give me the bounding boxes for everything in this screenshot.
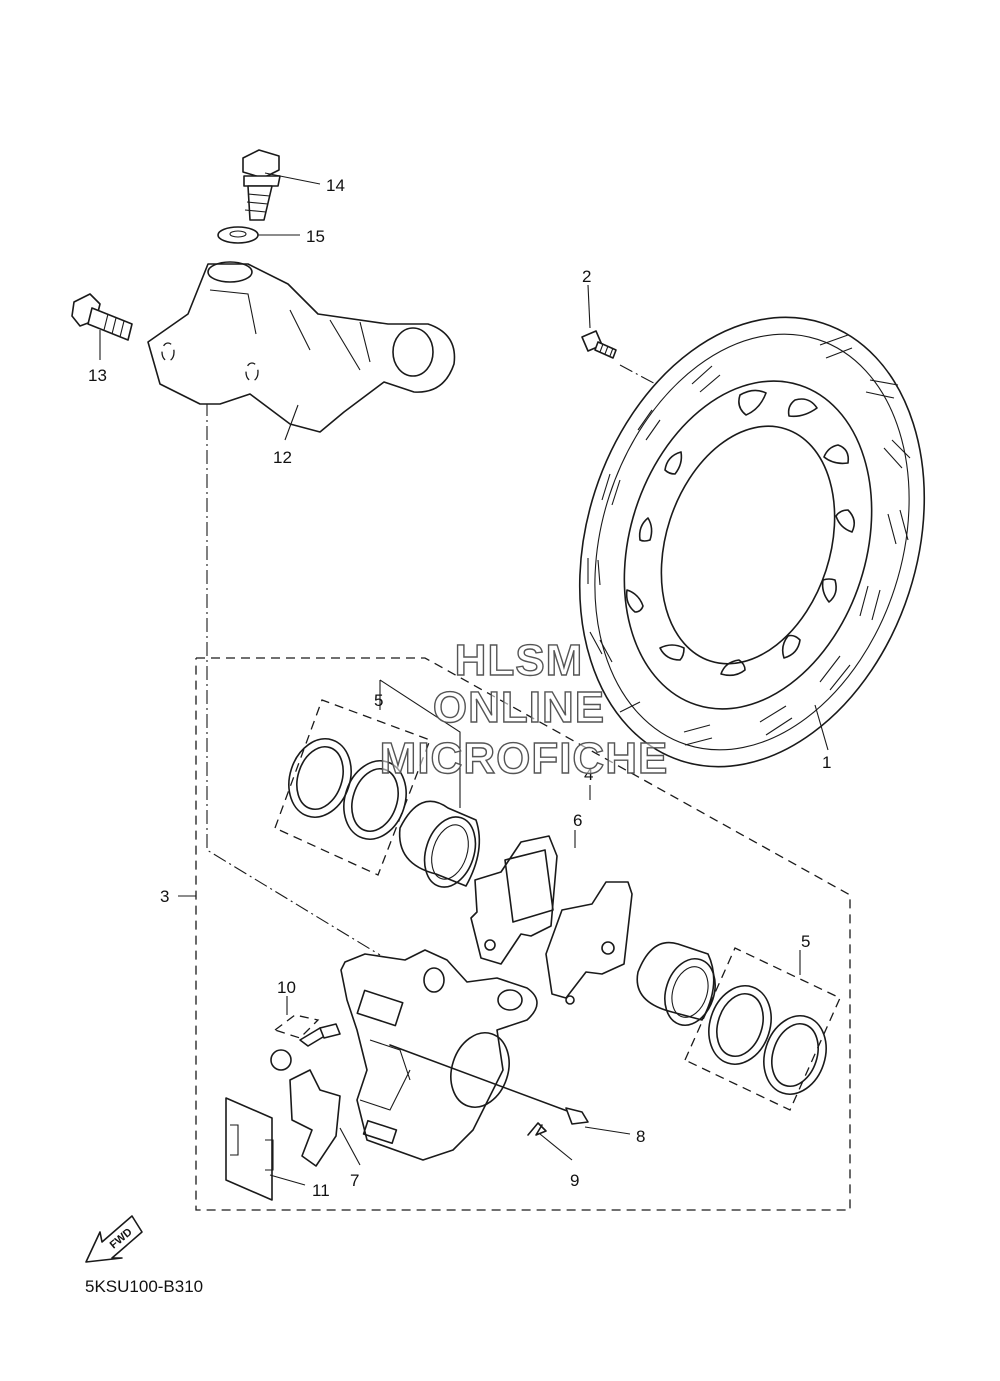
brake-pad-right	[545, 881, 633, 1005]
bracket-washer	[217, 226, 259, 244]
bleed-screw-cap	[270, 1049, 292, 1071]
pad-shim	[225, 1097, 274, 1201]
watermark: HLSM ONLINE MICROFICHE	[379, 635, 669, 783]
caliper-assembly-boundary	[195, 657, 851, 1211]
dust-seal-upper	[343, 760, 407, 840]
callout-7: 7	[350, 1171, 359, 1190]
watermark-line-2: ONLINE	[433, 683, 605, 732]
callout-1: 1	[822, 753, 831, 772]
caliper-bolt	[71, 293, 133, 341]
callout-14: 14	[326, 176, 345, 195]
callout-8: 8	[636, 1127, 645, 1146]
seal-group-upper	[274, 699, 431, 876]
callout-11: 11	[312, 1181, 330, 1200]
brake-disc	[578, 316, 926, 768]
bleed-screw-group	[273, 1014, 320, 1039]
diagram-code: 5KSU100-B310	[85, 1277, 203, 1296]
pad-support	[289, 1069, 341, 1167]
caliper-piston-lower	[636, 941, 716, 1026]
caliper-bracket	[147, 261, 456, 433]
pad-pin-clip	[527, 1122, 547, 1136]
bracket-bolt	[242, 149, 281, 221]
bolt-axis-line	[206, 378, 381, 956]
callout-labels: 1 2 3 4 5 5 6 7 8 9 10 11 12 13 14 15	[88, 176, 831, 1200]
callout-3: 3	[160, 887, 169, 906]
callout-10: 10	[277, 978, 296, 997]
callout-5-lower: 5	[801, 932, 810, 951]
disc-bolt	[581, 330, 617, 359]
leader-lines	[99, 172, 829, 1186]
piston-seal-upper	[288, 738, 352, 818]
watermark-line-1: HLSM	[455, 636, 584, 685]
callout-4: 4	[584, 765, 593, 784]
forward-arrow-icon: FWD	[85, 1215, 143, 1263]
callout-2: 2	[582, 267, 591, 286]
dust-seal-lower	[763, 1015, 827, 1095]
caliper-piston-upper	[398, 800, 481, 888]
callout-5-upper: 5	[374, 691, 383, 710]
caliper-body	[340, 949, 538, 1161]
seal-group-lower	[684, 947, 841, 1111]
bleed-screw	[299, 1023, 341, 1047]
watermark-line-3: MICROFICHE	[380, 734, 669, 783]
pad-pin	[389, 1044, 589, 1125]
callout-9: 9	[570, 1171, 579, 1190]
callout-15: 15	[306, 227, 325, 246]
brake-pad-left	[470, 835, 558, 965]
callout-6: 6	[573, 811, 582, 830]
callout-13: 13	[88, 366, 107, 385]
callout-12: 12	[273, 448, 292, 467]
piston-seal-lower	[708, 985, 772, 1065]
